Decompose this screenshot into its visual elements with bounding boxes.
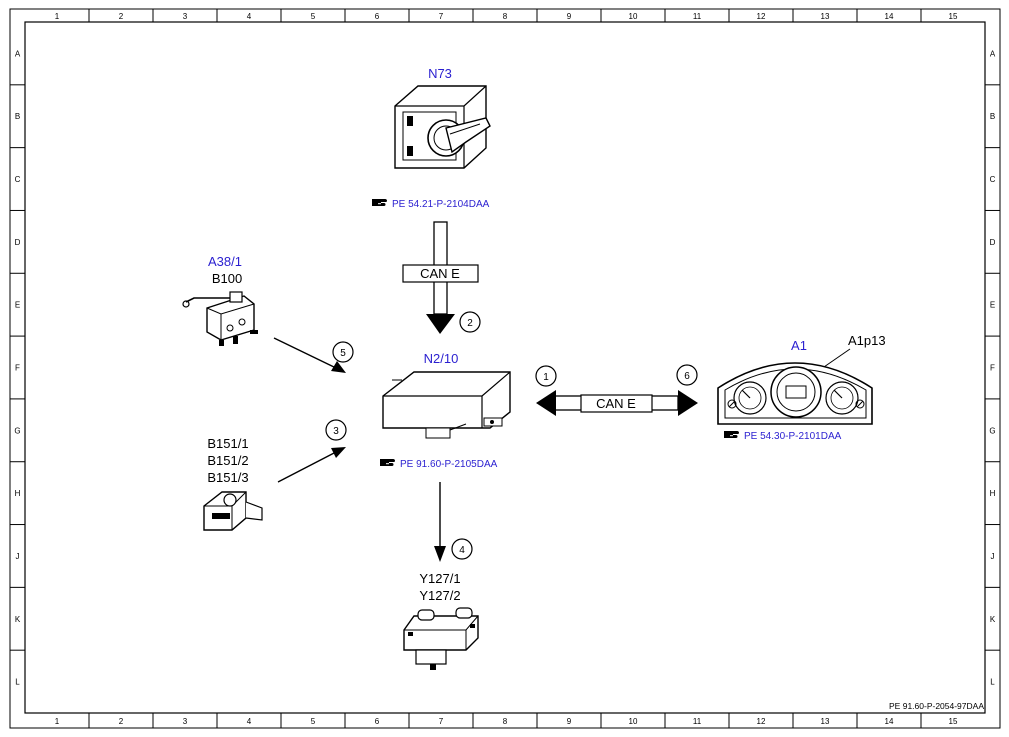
grid-column-label-top: 9 (567, 12, 572, 21)
a38-1-label: A38/1 (208, 254, 242, 269)
grid-row-label-right: A (990, 49, 996, 58)
y127-arrow-head (434, 546, 446, 562)
can-e-vertical-label: CAN E (420, 266, 460, 281)
grid-column-label-top: 10 (629, 12, 638, 21)
svg-text:6: 6 (684, 371, 690, 382)
grid-column-label-bottom: 5 (311, 717, 316, 726)
marker-6: 6 (676, 364, 698, 386)
grid-row-label-right: F (990, 364, 995, 373)
grid-row-label-right: K (990, 615, 996, 624)
grid-row-label-left: D (15, 238, 21, 247)
grid-row-label-right: H (990, 489, 996, 498)
grid-row-label-left: A (15, 49, 21, 58)
grid-row-label-left: L (15, 678, 20, 687)
y127-valve-block (403, 607, 479, 670)
grid-row-label-left: B (15, 112, 20, 121)
grid-row-label-right: C (990, 175, 996, 184)
a38-1-arrow-line (273, 337, 337, 369)
svg-text:2: 2 (467, 318, 473, 329)
marker-3: 3 (325, 419, 347, 441)
svg-text:1: 1 (543, 372, 549, 383)
can-e-vertical-box (402, 264, 479, 283)
inner-frame (24, 21, 986, 714)
grid-column-label-bottom: 7 (439, 717, 444, 726)
b100-label: B100 (212, 271, 242, 286)
grid-column-label-top: 13 (821, 12, 830, 21)
n2-10-control-unit (382, 371, 511, 439)
grid-column-label-bottom: 8 (503, 717, 508, 726)
grid-column-label-bottom: 10 (629, 717, 638, 726)
grid-column-label-bottom: 1 (55, 717, 60, 726)
n73-label: N73 (428, 66, 452, 81)
grid-layer: 1122334455667788991010111112121313141415… (10, 9, 1000, 728)
grid-row-label-right: G (989, 426, 995, 435)
n2-10-label: N2/10 (424, 351, 459, 366)
grid-column-label-top: 12 (757, 12, 766, 21)
b151-sensor (203, 491, 263, 531)
b151-2-label: B151/2 (207, 453, 248, 468)
grid-column-label-bottom: 4 (247, 717, 252, 726)
grid-column-label-bottom: 15 (949, 717, 958, 726)
grid-row-label-left: K (15, 615, 21, 624)
grid-column-label-bottom: 3 (183, 717, 188, 726)
marker-5: 5 (332, 341, 354, 363)
grid-column-label-top: 6 (375, 12, 380, 21)
a1-label: A1 (791, 338, 807, 353)
grid-row-label-left: C (15, 175, 21, 184)
grid-row-label-left: E (15, 301, 20, 310)
grid-row-label-left: H (15, 489, 21, 498)
grid-column-label-top: 4 (247, 12, 252, 21)
grid-column-label-top: 14 (885, 12, 894, 21)
b151-arrow-line (277, 451, 337, 483)
svg-text:4: 4 (459, 545, 465, 556)
y127-2-label: Y127/2 (419, 588, 460, 603)
b151-1-label: B151/1 (207, 436, 248, 451)
grid-row-label-right: B (990, 112, 995, 121)
grid-row-label-right: D (990, 238, 996, 247)
y127-1-label: Y127/1 (419, 571, 460, 586)
a1-reference: PE 54.30-P-2101DAA (744, 431, 842, 442)
grid-column-label-top: 3 (183, 12, 188, 21)
a38-1-microswitch (182, 291, 258, 346)
grid-row-label-left: G (14, 426, 20, 435)
b151-arrow-head (331, 447, 346, 458)
grid-column-label-bottom: 11 (693, 717, 702, 726)
outer-frame (9, 8, 1001, 729)
grid-column-label-bottom: 6 (375, 717, 380, 726)
grid-column-label-bottom: 13 (821, 717, 830, 726)
grid-column-label-bottom: 12 (757, 717, 766, 726)
svg-text:3: 3 (333, 426, 339, 437)
grid-row-label-left: J (16, 552, 20, 561)
n73-reference: PE 54.21-P-2104DAA (392, 199, 490, 210)
drawing-reference: PE 91.60-P-2054-97DAA (889, 701, 984, 711)
grid-row-label-left: F (15, 364, 20, 373)
n2-10-reference: PE 91.60-P-2105DAA (400, 459, 498, 470)
grid-column-label-top: 2 (119, 12, 124, 21)
grid-column-label-top: 11 (693, 12, 702, 21)
n73-ignition-switch (394, 85, 491, 169)
svg-text:5: 5 (340, 348, 346, 359)
marker-1: 1 (535, 365, 557, 387)
grid-column-label-bottom: 14 (885, 717, 894, 726)
grid-column-label-top: 7 (439, 12, 444, 21)
grid-column-label-bottom: 2 (119, 717, 124, 726)
can-e-horizontal-label: CAN E (596, 396, 636, 411)
grid-column-label-top: 8 (503, 12, 508, 21)
grid-column-label-top: 15 (949, 12, 958, 21)
a1p13-label: A1p13 (848, 333, 886, 348)
grid-column-label-top: 1 (55, 12, 60, 21)
a1-instrument-cluster (717, 362, 873, 425)
grid-row-label-right: J (991, 552, 995, 561)
grid-row-label-right: E (990, 301, 995, 310)
grid-column-label-top: 5 (311, 12, 316, 21)
marker-2: 2 (459, 311, 481, 333)
grid-column-label-bottom: 9 (567, 717, 572, 726)
b151-3-label: B151/3 (207, 470, 248, 485)
marker-4: 4 (451, 538, 473, 560)
can-e-horizontal-box (580, 394, 653, 413)
grid-row-label-right: L (990, 678, 995, 687)
n73-key (445, 117, 491, 154)
a38-1-arrow-head (331, 361, 346, 373)
